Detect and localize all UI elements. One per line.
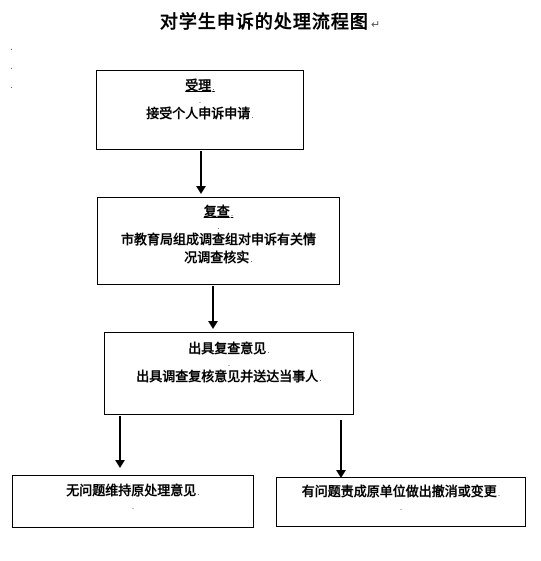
heading-text: 出具复查意见	[188, 342, 267, 357]
arrow-review-to-opinion	[208, 286, 218, 329]
box-body: 接受个人申诉申请.	[97, 106, 303, 125]
para-mark: .	[267, 346, 270, 355]
para-mark: .	[230, 209, 234, 218]
para-mark: .	[319, 374, 322, 383]
flow-box-opinion: 出具复查意见. . 出具调查复核意见并送达当事人.	[104, 332, 354, 415]
para-mark: .	[217, 222, 220, 231]
margin-mark: .	[10, 43, 13, 53]
body-text: 出具调查复核意见并送达当事人	[136, 370, 319, 385]
box-body-line-1: 市教育局组成调查组对申诉有关情	[120, 233, 316, 248]
box-body: 无问题维持原处理意见.	[13, 483, 253, 502]
box-body-line-2: 况调查核实.	[98, 250, 339, 269]
para-mark: .	[131, 502, 135, 511]
body-text: 接受个人申诉申请	[146, 107, 251, 122]
para-mark: .	[250, 255, 253, 264]
para-mark: .	[399, 503, 403, 512]
heading-text: 复查	[203, 205, 230, 220]
para-mark: .	[227, 359, 231, 368]
margin-mark: .	[10, 81, 13, 91]
box-heading: 出具复查意见.	[105, 341, 353, 359]
para-mark: .	[197, 488, 200, 497]
arrow-accept-to-review	[196, 151, 206, 194]
margin-mark: .	[10, 62, 13, 72]
title-text: 对学生申诉的处理流程图	[159, 12, 369, 33]
arrow-opinion-to-has-issue	[336, 420, 346, 478]
para-mark: .	[198, 96, 202, 105]
box-body: 出具调查复核意见并送达当事人.	[105, 369, 353, 388]
para-mark: .	[212, 83, 215, 92]
box-body: 有问题责成原单位做出撤消或变更.	[277, 484, 525, 503]
return-mark: ↵	[370, 18, 382, 31]
page-title: 对学生申诉的处理流程图↵	[0, 8, 541, 34]
body-text: 有问题责成原单位做出撤消或变更	[301, 485, 497, 500]
body-text: 况调查核实	[184, 251, 250, 266]
box-heading: 复查.	[98, 204, 339, 222]
flow-box-no-issue: 无问题维持原处理意见. .	[12, 475, 254, 528]
arrow-opinion-to-no-issue	[115, 416, 125, 468]
body-text: 无问题维持原处理意见	[66, 484, 197, 499]
flow-box-review: 复查. . 市教育局组成调查组对申诉有关情 况调查核实.	[97, 197, 340, 285]
flow-box-has-issue: 有问题责成原单位做出撤消或变更. .	[276, 477, 526, 527]
box-heading: 受理.	[97, 78, 303, 96]
para-mark: .	[497, 489, 501, 498]
heading-text: 受理	[185, 79, 212, 94]
para-mark: .	[251, 111, 254, 120]
flow-box-accept: 受理. . 接受个人申诉申请.	[96, 70, 304, 150]
